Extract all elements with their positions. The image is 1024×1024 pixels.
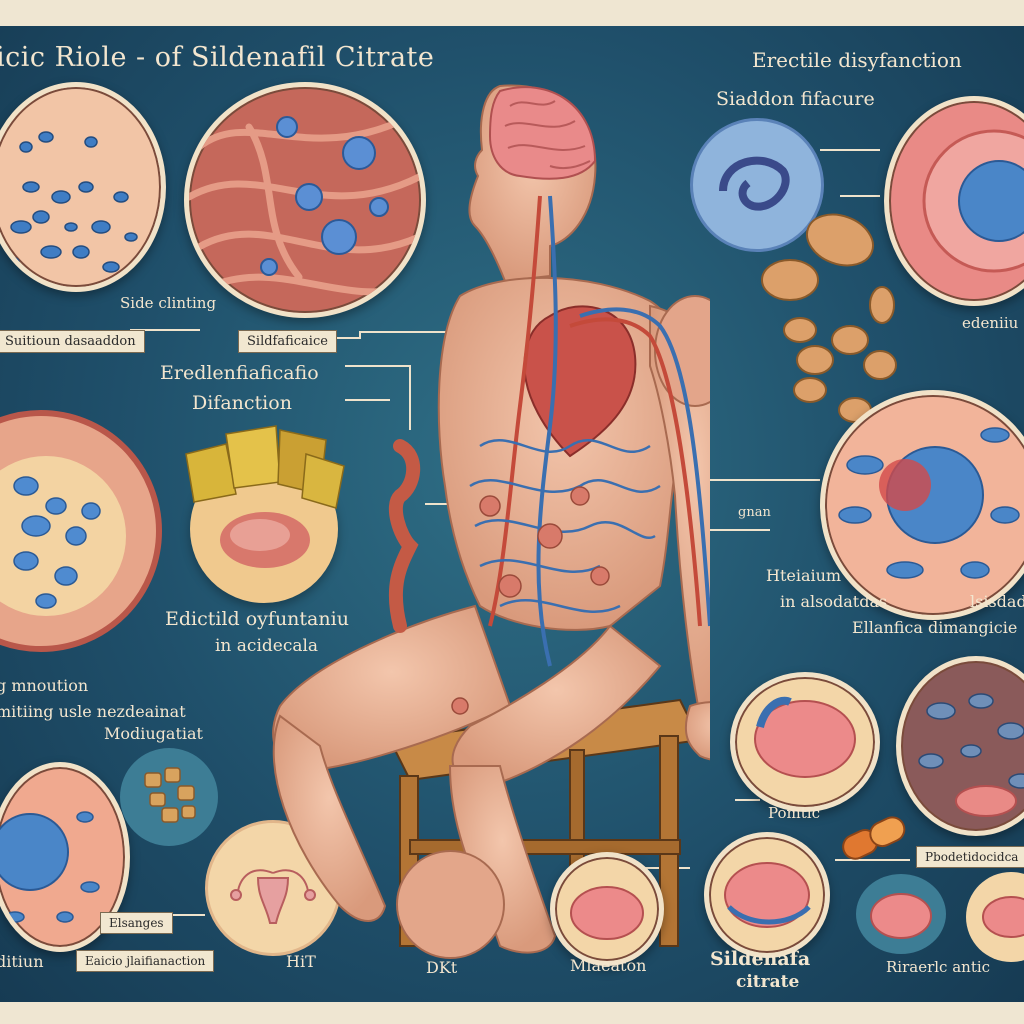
infected-cell-circle	[820, 390, 1024, 620]
edenium-label: edeniiu	[962, 314, 1019, 332]
spiky-blue-cell	[838, 427, 1020, 579]
side-clinting-label: Side clinting	[120, 294, 217, 312]
sildenafa-label-2: citrate	[736, 972, 800, 992]
blue-cells	[2, 131, 138, 273]
main-title: icic Riole - of Sildenafil Citrate	[0, 42, 435, 73]
uterus-icon	[230, 869, 316, 924]
hteiaium-label-1: Hteiaium	[766, 566, 842, 585]
left-mid-label-3: Modiugatiat	[104, 724, 203, 743]
tissue-disc-circle	[730, 672, 880, 812]
spiky-cell	[0, 811, 100, 923]
header-right: Erectile disyfanction	[752, 48, 962, 72]
cell-cluster-circle	[0, 82, 166, 292]
bottom-right-word: Riraerlc antic	[886, 958, 991, 976]
tissue-disc-2	[724, 862, 811, 928]
tissue-fibers	[189, 113, 421, 296]
edictild-label-1: Edictild oyfuntaniu	[165, 608, 349, 630]
pomtic-label: Pomtic	[768, 804, 820, 822]
vessel-cross-section	[0, 410, 162, 652]
hit-label: HiT	[286, 952, 316, 971]
edictild-label-2: in acidecala	[215, 636, 319, 656]
bottom-left-word: ditiun	[0, 952, 44, 971]
cell-nucleus-circle	[884, 96, 1024, 306]
tissue-sample	[220, 512, 310, 568]
lsisdadd-label: lsisdadd	[970, 592, 1024, 611]
subheader-right: Siaddon fifacure	[716, 88, 875, 110]
anatomical-figure	[272, 84, 710, 954]
dkt-label: DKt	[426, 958, 458, 977]
mlaeaton-label: Mlaeaton	[570, 956, 647, 975]
cell-nucleus	[922, 129, 1024, 273]
tissue-disc-4	[982, 896, 1024, 938]
eredlenfia-label-1: Eredlenfiaficafio	[160, 362, 319, 384]
pill-fragments	[144, 767, 196, 823]
suitioun-label-box: Suitioun dasaaddon	[0, 330, 145, 353]
tissue-disc-3	[870, 893, 932, 939]
elsanges-label: Elsanges	[100, 912, 173, 934]
capsule-pill	[842, 816, 906, 860]
tissue-disc-small-3	[856, 874, 946, 954]
hteiaium-label-2: in alsodatdas	[780, 592, 888, 611]
vessel-cells	[0, 456, 126, 616]
tissue-disc-1	[570, 886, 644, 940]
eredlenfia-label-2: Difanction	[192, 392, 292, 414]
blood-cells	[918, 693, 1024, 817]
blood-cells-circle	[896, 656, 1024, 836]
muscle-tissue-circle	[184, 82, 426, 318]
tissue-disc	[754, 696, 856, 778]
pill-fragments-circle	[120, 748, 218, 846]
gnan-label: gnan	[738, 505, 771, 520]
tissue-sphere	[396, 850, 505, 959]
tissue-disc-small-1	[550, 852, 664, 966]
sildenafa-label-1: Sildenafa	[710, 948, 811, 970]
gold-boxes	[185, 425, 345, 509]
bottom-right-label-box: Pbodetidocidca	[916, 846, 1024, 868]
bottom-left-label-box: Eaicio jlaifianaction	[76, 950, 215, 972]
tissue-disc-small-4	[966, 872, 1024, 962]
virus-particle	[690, 118, 824, 252]
left-mid-label-1: g mnoution	[0, 676, 89, 695]
virus-detail	[719, 156, 790, 211]
pill-tablets	[761, 213, 897, 423]
sildfaficaice-label-box: Sildfaficaice	[238, 330, 337, 353]
ellanfica-label: Ellanfica dimangicie	[852, 618, 1018, 637]
tissue-disc-small-2	[704, 832, 830, 958]
left-mid-label-2: mitiing usle nezdeainat	[0, 702, 186, 721]
